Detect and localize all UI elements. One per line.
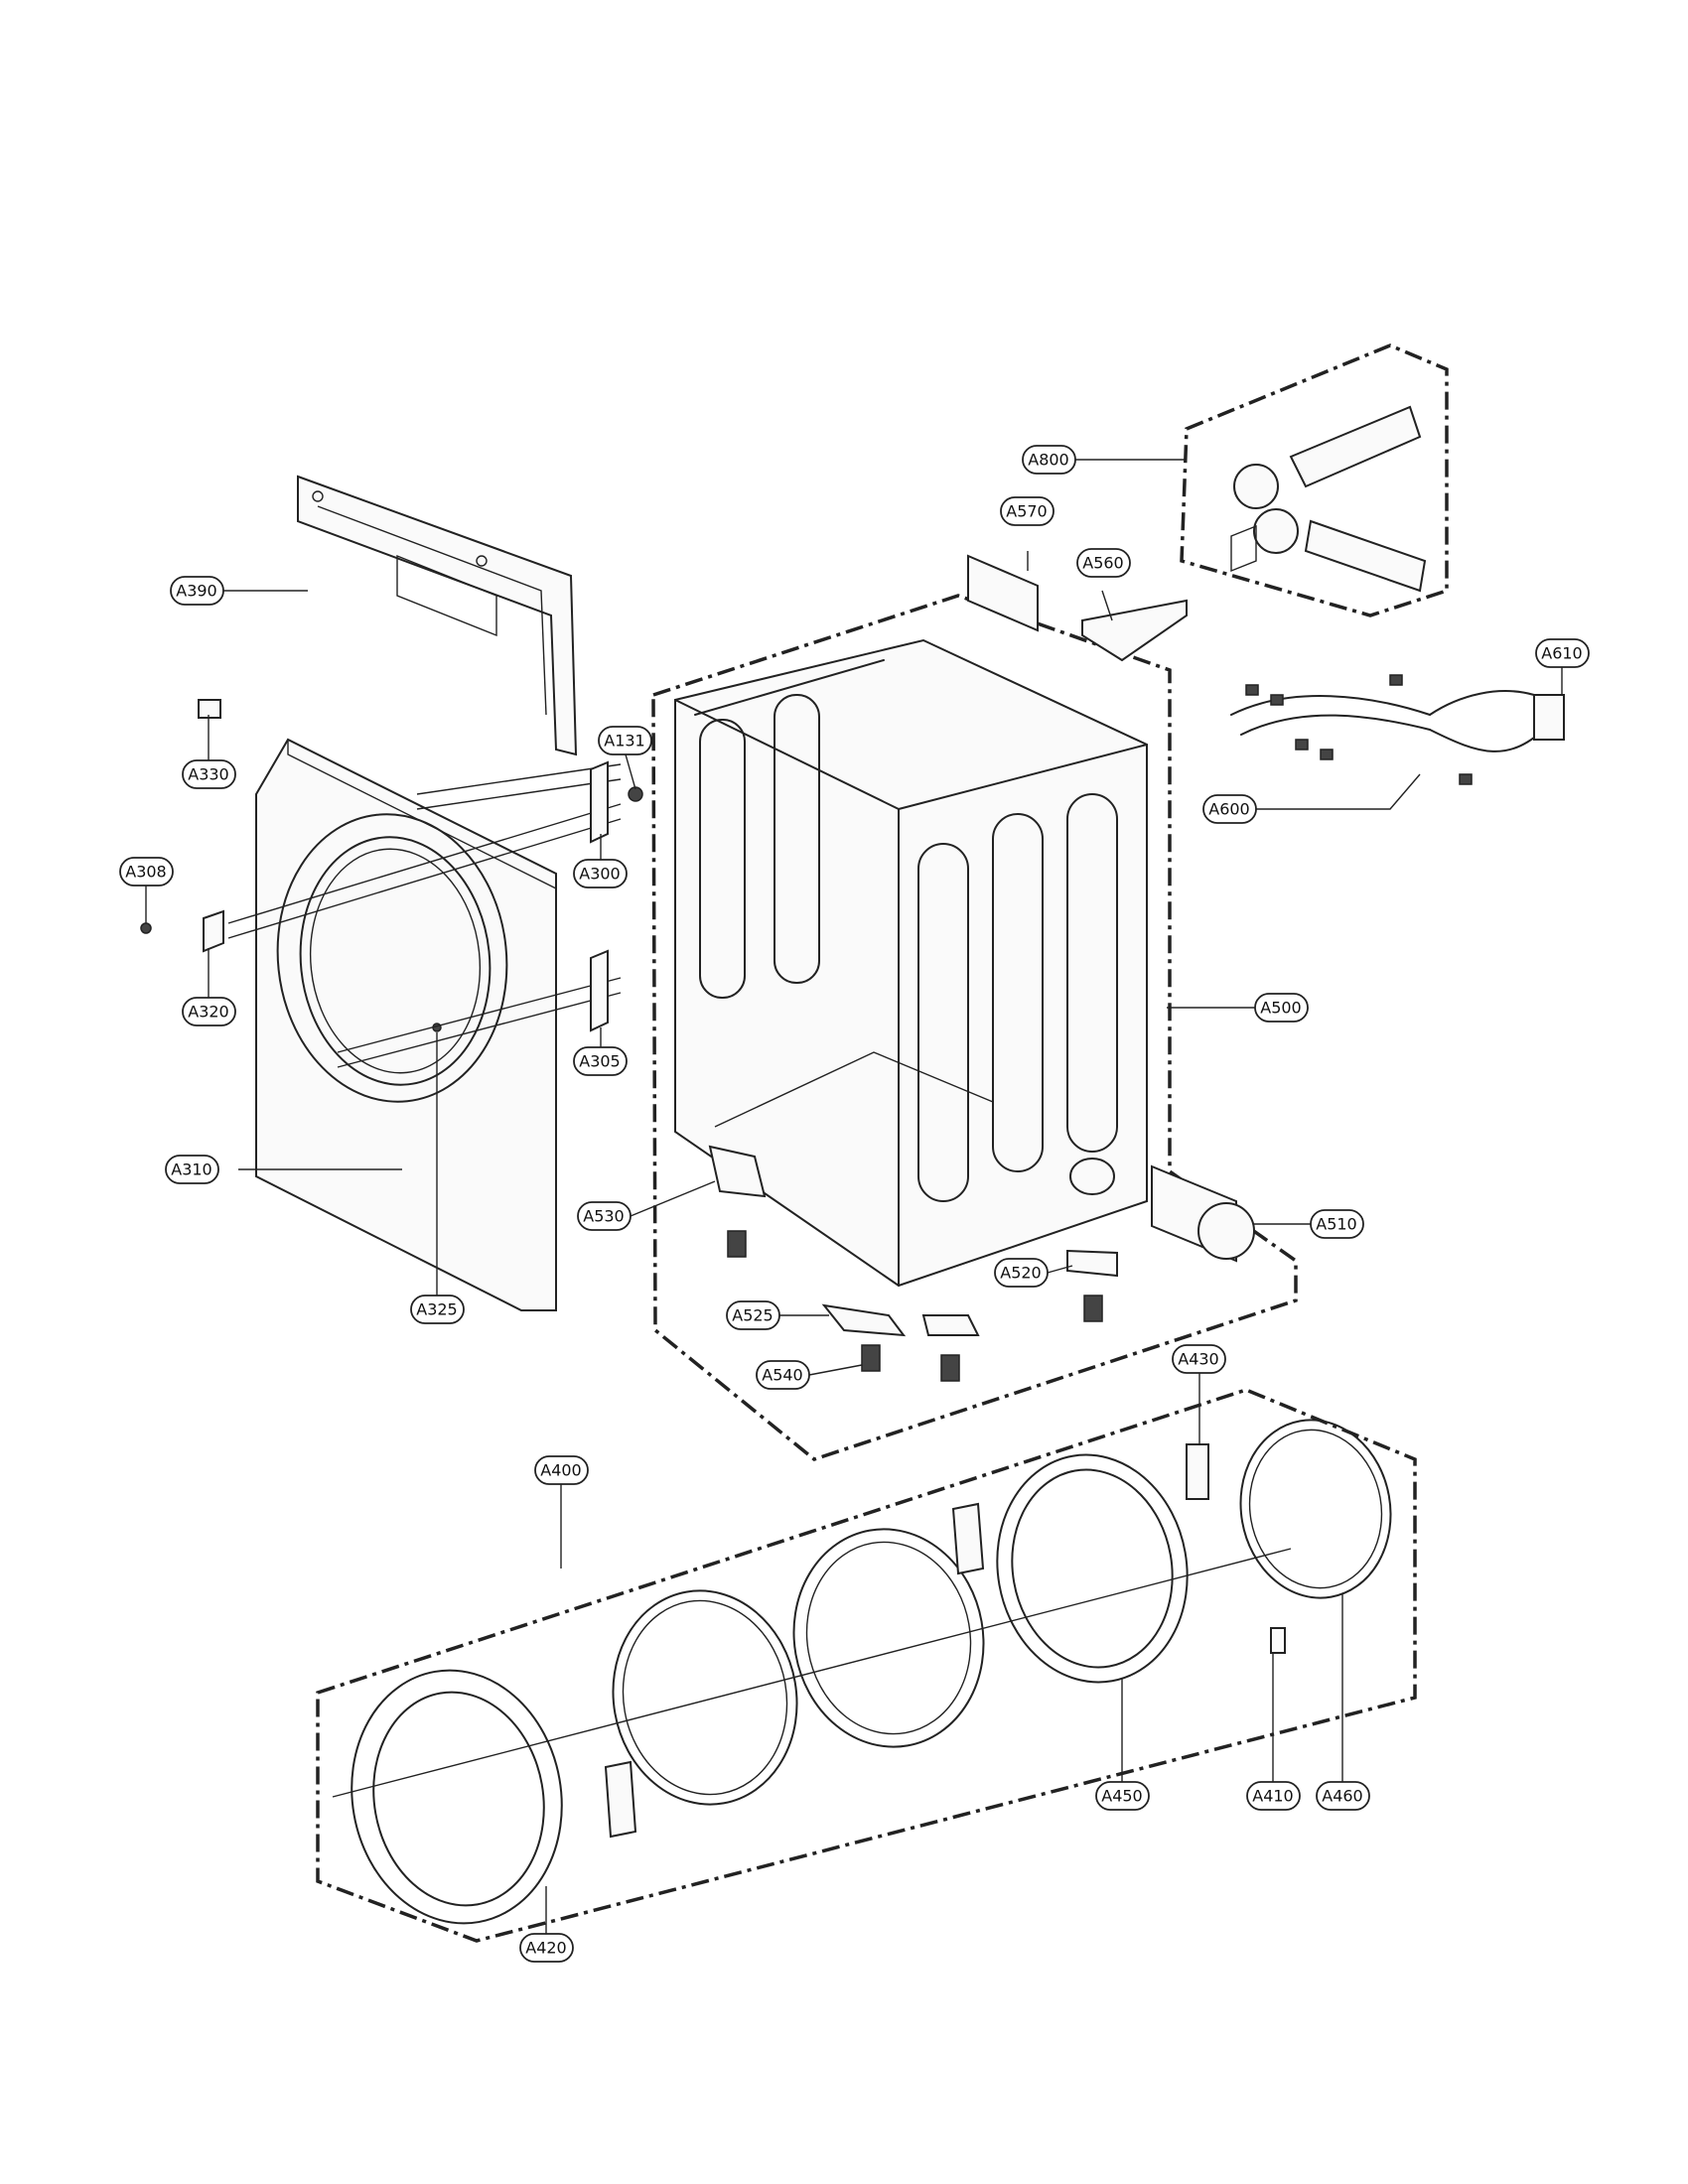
label-a325: A325 [410,1295,465,1324]
label-a540: A540 [756,1360,810,1390]
duct-group-outline [1180,343,1449,617]
svg-text:A400: A400 [540,1461,581,1480]
duct-a560-part [1081,599,1188,662]
leg-a530 [727,1230,747,1258]
screw-a308 [140,922,152,934]
svg-text:A500: A500 [1260,999,1301,1018]
svg-text:A520: A520 [1000,1264,1041,1283]
label-a530: A530 [577,1201,632,1231]
rails-part [203,760,622,1068]
bracket-center-part [921,1314,980,1336]
wire-harness-part [1230,674,1565,785]
leg-a540 [861,1344,881,1372]
label-a400: A400 [534,1455,589,1485]
svg-text:A450: A450 [1101,1787,1142,1806]
label-a610: A610 [1535,638,1590,668]
label-a410: A410 [1246,1781,1301,1811]
label-a430: A430 [1172,1344,1226,1374]
svg-text:A600: A600 [1208,800,1249,819]
exhaust-duct-part [1230,405,1427,593]
label-a450: A450 [1095,1781,1150,1811]
bracket-a570-part [967,554,1039,632]
bracket-a525-part [821,1303,907,1337]
label-a310: A310 [165,1155,219,1184]
svg-text:A800: A800 [1028,451,1068,470]
lamp-block-part [198,699,221,719]
svg-text:A610: A610 [1541,644,1582,663]
svg-text:A525: A525 [732,1306,773,1325]
svg-text:A410: A410 [1252,1787,1293,1806]
label-a510: A510 [1310,1209,1364,1239]
svg-text:A570: A570 [1006,502,1047,521]
svg-text:A308: A308 [125,863,166,882]
svg-text:A320: A320 [188,1003,228,1022]
door-group-outline [316,1388,1417,1943]
svg-text:A390: A390 [176,582,216,601]
nut-a131 [628,786,643,802]
svg-text:A305: A305 [579,1052,620,1071]
svg-text:A560: A560 [1082,554,1123,573]
label-a300: A300 [573,859,628,888]
front-panel-part [255,738,557,1311]
label-a420: A420 [519,1933,574,1963]
bracket-a530-part [708,1145,767,1198]
svg-text:A530: A530 [583,1207,624,1226]
top-frame-part [297,475,578,756]
leg-center [940,1354,960,1382]
label-a308: A308 [119,857,174,887]
svg-text:A540: A540 [762,1366,802,1385]
door-parts [332,1419,1392,1925]
label-a500: A500 [1254,993,1309,1023]
label-a570: A570 [1000,496,1055,526]
label-a330: A330 [182,759,236,789]
bracket-a520-part [1066,1249,1118,1278]
exhaust-pipe-part [1151,1164,1255,1263]
label-a320: A320 [182,997,236,1026]
svg-text:A510: A510 [1316,1215,1356,1234]
cabinet-part [674,638,1148,1288]
label-a600: A600 [1202,794,1257,824]
label-a131: A131 [598,726,652,755]
label-a800: A800 [1022,445,1076,475]
svg-text:A460: A460 [1322,1787,1362,1806]
svg-text:A325: A325 [416,1300,457,1319]
svg-text:A310: A310 [171,1160,211,1179]
svg-text:A430: A430 [1178,1350,1218,1369]
svg-text:A330: A330 [188,765,228,784]
svg-text:A131: A131 [604,732,644,751]
label-a305: A305 [573,1046,628,1076]
svg-text:A300: A300 [579,865,620,884]
leg-a520 [1083,1295,1103,1322]
label-a525: A525 [726,1300,780,1330]
label-a460: A460 [1316,1781,1370,1811]
label-a390: A390 [170,576,224,606]
svg-text:A420: A420 [525,1939,566,1958]
label-a560: A560 [1076,548,1131,578]
label-a520: A520 [994,1258,1049,1288]
leader-lines [145,459,1563,1934]
